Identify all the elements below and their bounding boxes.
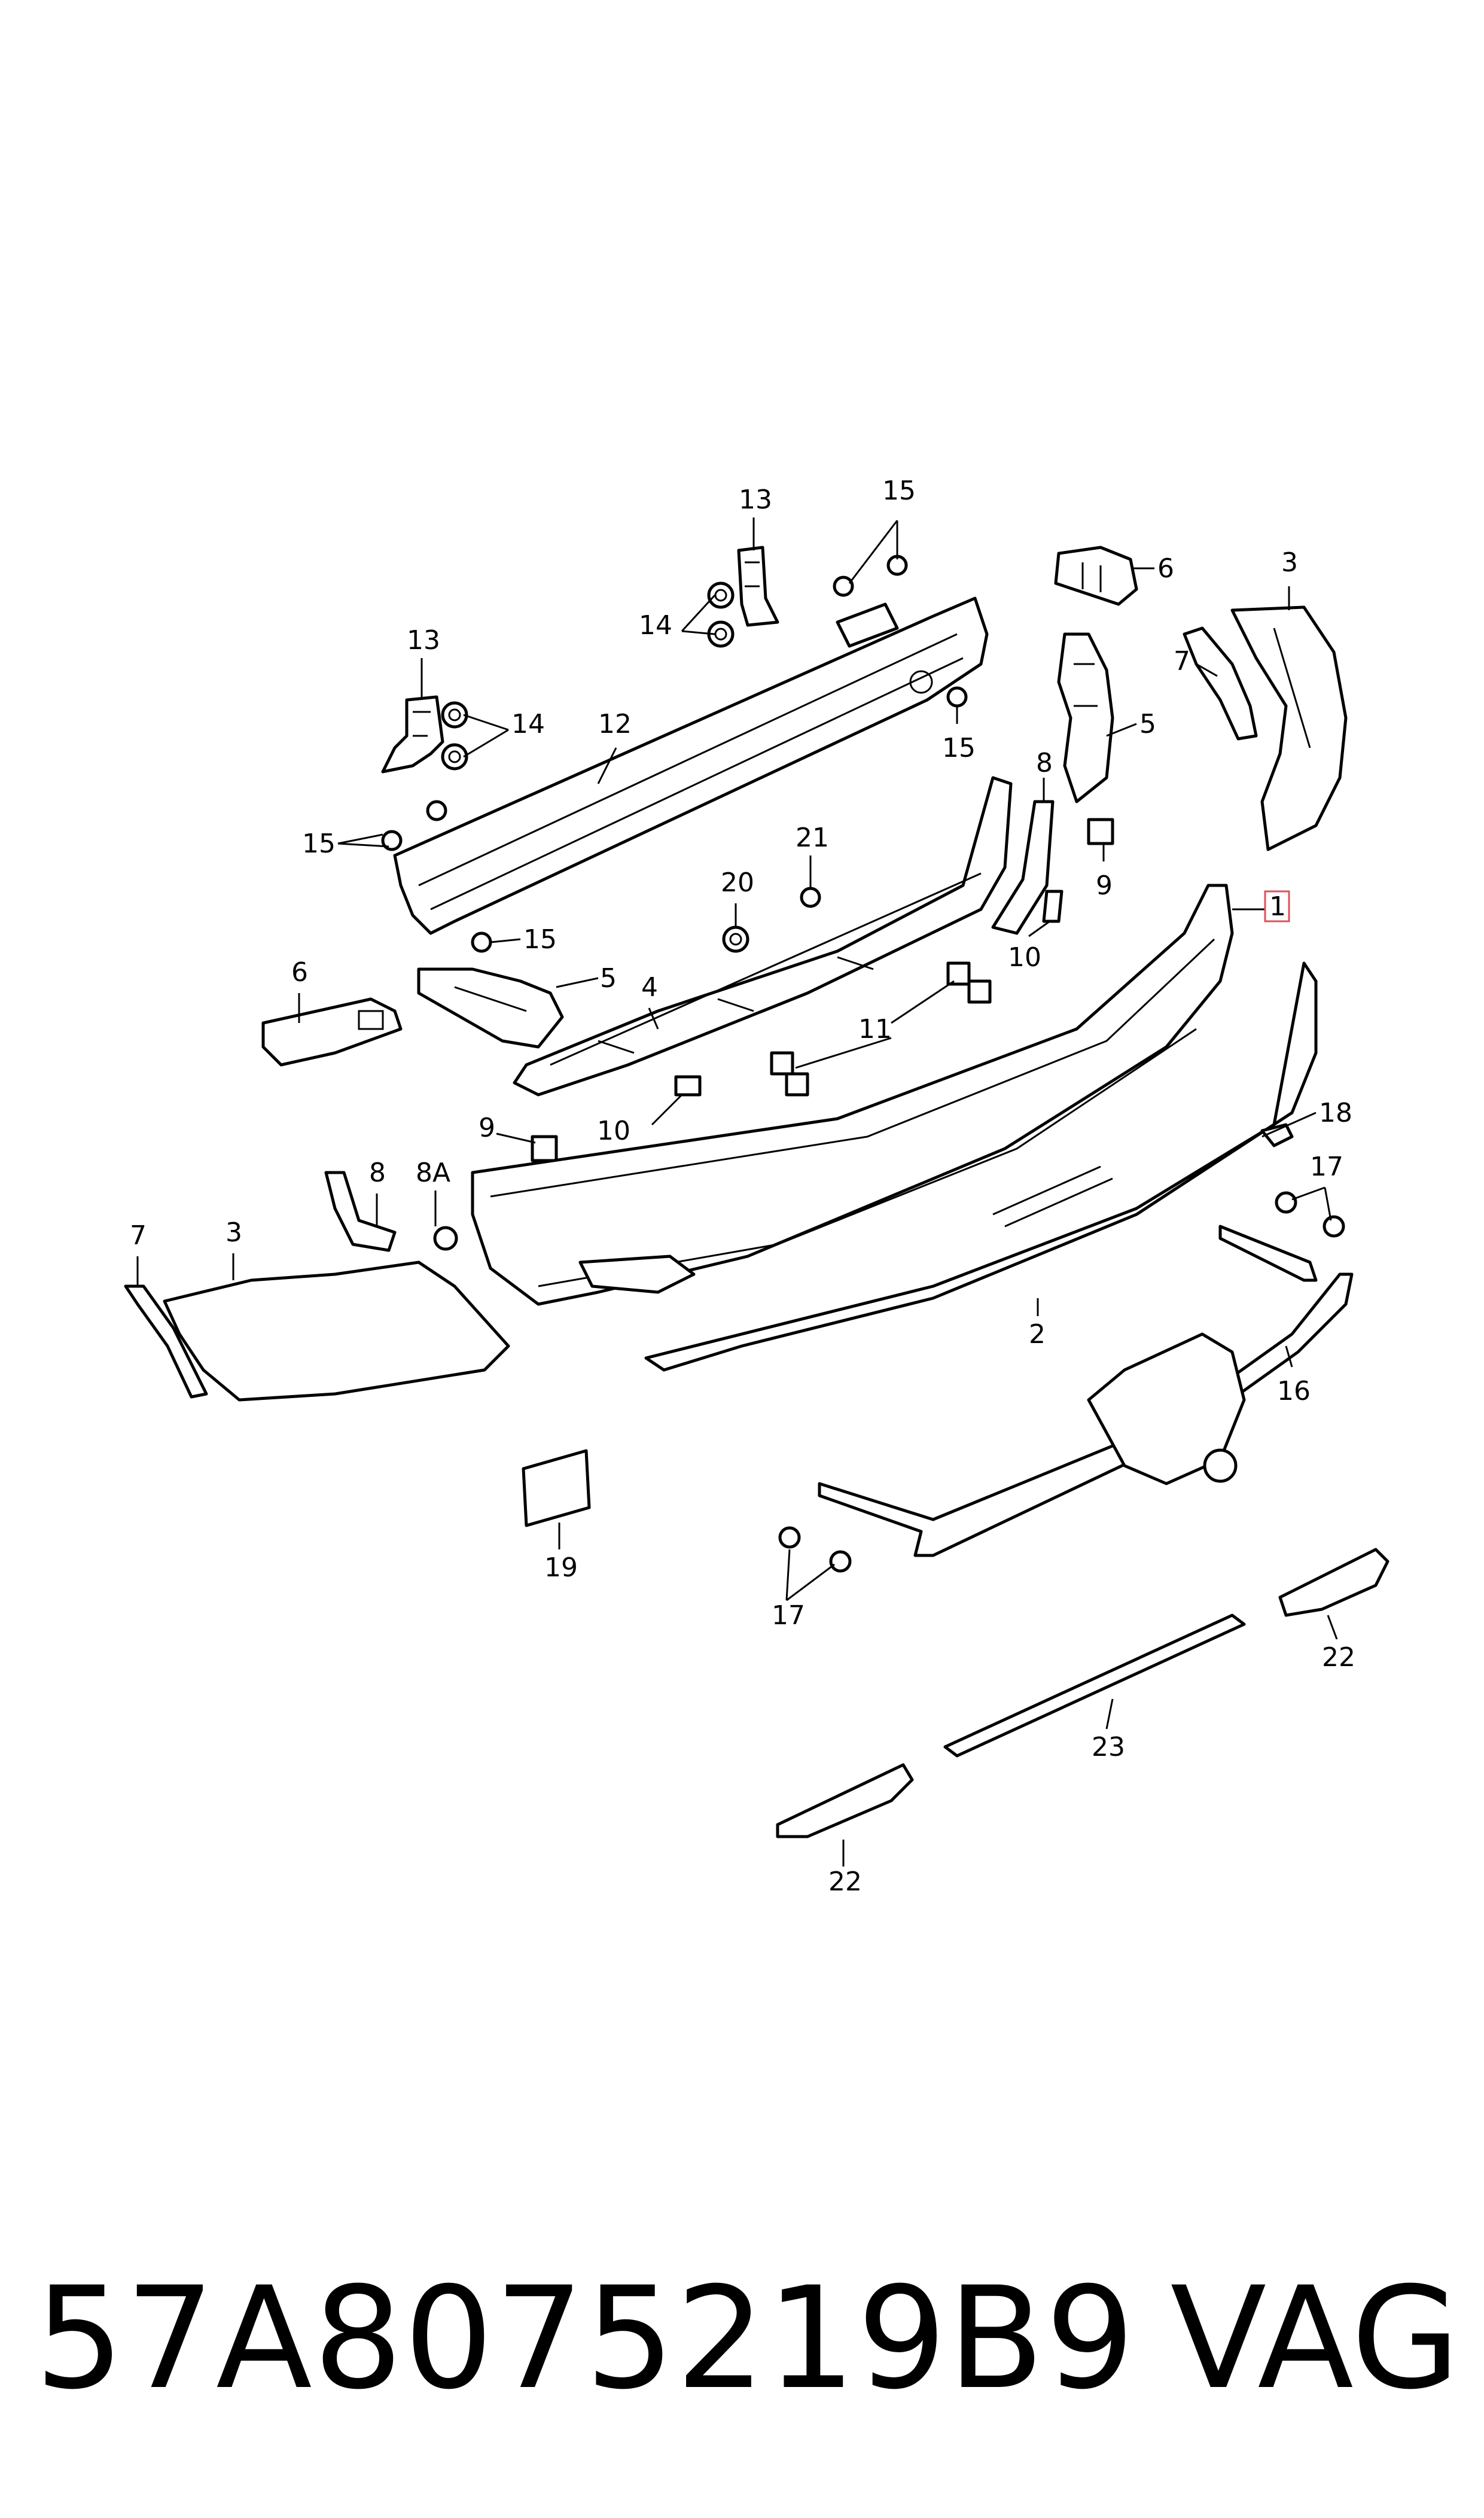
callout-1-highlight-box [1264, 890, 1290, 922]
part-4-inner-carrier [513, 776, 1013, 1097]
part-8-right-strip [991, 800, 1055, 935]
callout-19: 19 [544, 1552, 578, 1583]
part-11-clips [770, 961, 992, 1097]
part-23-trim-strip [943, 1613, 1246, 1758]
callout-1: 1 [1269, 891, 1286, 922]
callout-10: 10 [1008, 942, 1041, 973]
part-5-right-bracket [1057, 632, 1114, 803]
part-18-clip [1260, 1123, 1294, 1147]
part-8-lower-left-strip [324, 1171, 397, 1252]
part-2-lower-diffuser [644, 961, 1318, 1372]
leader-lines [136, 517, 1338, 1867]
callout-21: 21 [796, 823, 829, 853]
part-20-nut [722, 925, 749, 953]
part-7-upper-right-trim [1183, 626, 1258, 741]
callout-8: 8 [369, 1158, 386, 1188]
part-14-nuts [441, 581, 735, 771]
callout-15: 15 [882, 476, 916, 506]
callout-13: 13 [739, 485, 772, 515]
part-19-label [522, 1449, 591, 1527]
callout-14: 14 [639, 610, 672, 641]
part-22-reflector-upper [1278, 1548, 1389, 1617]
callout-14: 14 [511, 709, 545, 739]
callout-9: 9 [1096, 870, 1113, 901]
part-7-lower-left-trim [124, 1284, 208, 1399]
part-number: 57A8075219B9 [35, 2257, 1136, 2420]
callout-15: 15 [302, 829, 336, 859]
part-6-left-bracket [261, 997, 403, 1067]
callout-9: 9 [479, 1113, 495, 1143]
callout-17: 17 [1310, 1152, 1343, 1182]
callout-8: 8 [1036, 748, 1053, 778]
part-13-left-bracket [381, 695, 444, 774]
callout-18: 18 [1319, 1098, 1352, 1128]
callout-6: 6 [291, 957, 308, 988]
part-13-right-bracket [737, 546, 779, 627]
part-3-upper-right-corner [1230, 605, 1348, 851]
callout-3: 3 [226, 1217, 242, 1248]
callout-11: 11 [858, 1014, 892, 1045]
callout-8A: 8A [416, 1158, 450, 1188]
callout-16: 16 [1277, 1376, 1311, 1406]
callout-5: 5 [600, 963, 617, 994]
footer: 57A8075219B9 VAG [0, 2249, 1484, 2429]
callout-5: 5 [1139, 709, 1156, 739]
callout-labels: 1 2 3 3 4 5 5 6 6 7 7 8 8 8A 9 9 10 10 1… [130, 476, 1355, 1897]
callout-7: 7 [1174, 646, 1190, 677]
part-6-upper-right-bracket [1054, 546, 1138, 606]
callout-15: 15 [523, 924, 557, 955]
part-15-bolts [381, 555, 968, 953]
callout-2: 2 [1029, 1319, 1046, 1350]
part-16-tow-bar [818, 1225, 1354, 1557]
part-1-bumper-cover [471, 884, 1234, 1306]
part-21-bolt [800, 887, 821, 908]
callout-10: 10 [597, 1116, 630, 1146]
callout-4: 4 [641, 972, 658, 1003]
callout-17: 17 [772, 1600, 805, 1631]
callout-7: 7 [130, 1220, 147, 1251]
part-10-clips [674, 890, 1064, 1097]
part-3-lower-left-corner [163, 1260, 510, 1402]
callout-12: 12 [598, 709, 632, 739]
callout-23: 23 [1092, 1732, 1125, 1762]
callout-22: 22 [1322, 1642, 1355, 1673]
brand-name: VAG [1170, 2257, 1460, 2420]
callout-20: 20 [721, 867, 754, 898]
callout-13: 13 [407, 625, 440, 656]
callout-6: 6 [1157, 553, 1174, 584]
part-5-left-bracket [417, 967, 564, 1049]
callout-3: 3 [1281, 547, 1298, 578]
part-12-reinforcement-beam [393, 596, 989, 935]
part-17-bolts [778, 1191, 1345, 1573]
callout-15: 15 [942, 733, 976, 763]
part-8A-pin [433, 1226, 458, 1251]
callout-22: 22 [828, 1867, 862, 1897]
part-22-reflector-lower [776, 1763, 914, 1838]
